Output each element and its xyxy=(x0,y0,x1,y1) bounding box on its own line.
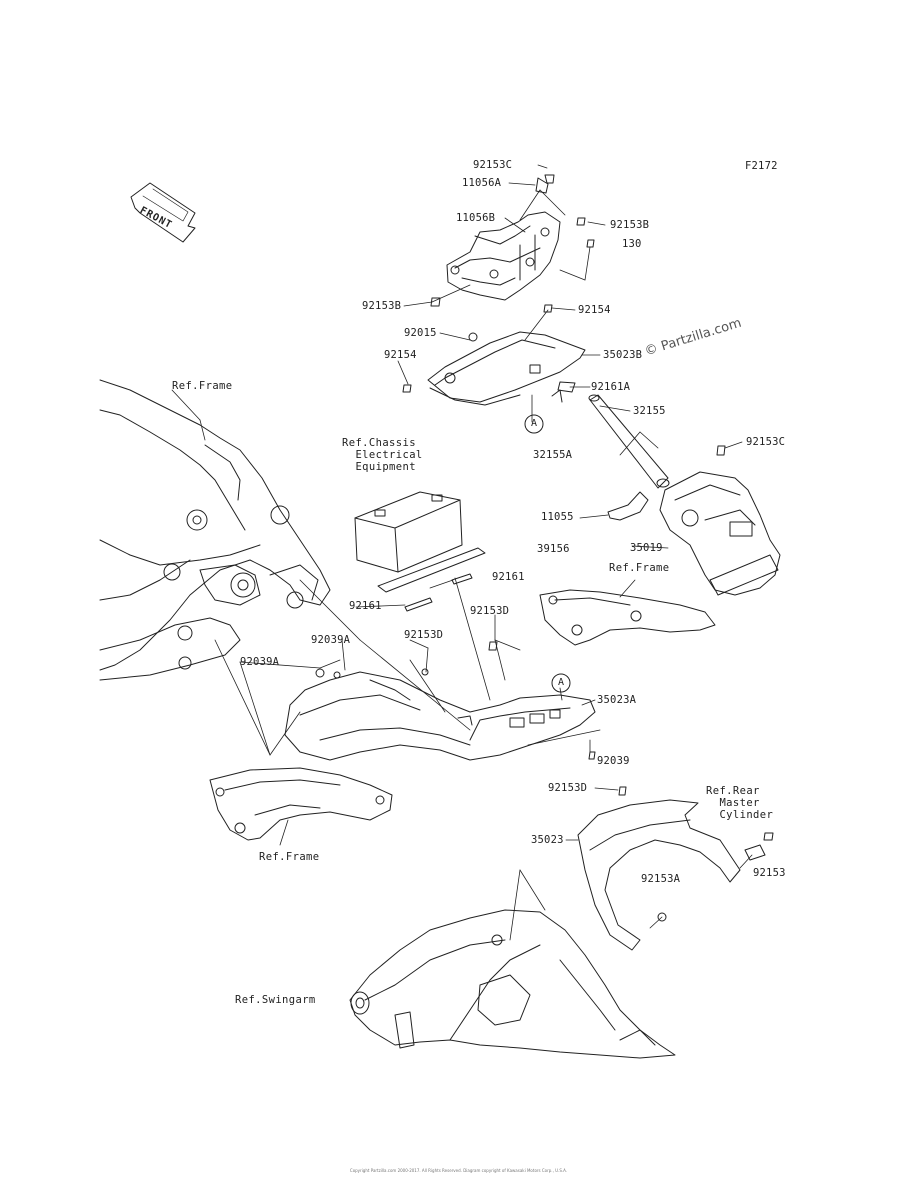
leader-lines xyxy=(171,164,753,941)
circle-marker-a-bottom xyxy=(551,673,571,693)
part-92153[interactable]: 92153 xyxy=(753,867,786,879)
part-92153b-left[interactable]: 92153B xyxy=(362,300,402,312)
ref-frame-top: Ref.Frame xyxy=(172,380,233,392)
right-frame-piece xyxy=(539,589,716,646)
ref-rear-master-cylinder: Ref.Rear Master Cylinder xyxy=(706,785,774,821)
tube-32155 xyxy=(551,389,670,489)
part-92153b-right[interactable]: 92153B xyxy=(610,219,650,231)
part-11056a[interactable]: 11056A xyxy=(462,177,502,189)
part-35023a[interactable]: 35023A xyxy=(597,694,637,706)
circle-markers xyxy=(524,414,571,693)
ref-frame-right: Ref.Frame xyxy=(609,562,670,574)
part-130[interactable]: 130 xyxy=(622,238,642,250)
diagram-code: F2172 xyxy=(745,160,778,172)
part-92153d-left[interactable]: 92153D xyxy=(404,629,444,641)
pad-39156 xyxy=(377,547,486,612)
part-11056b[interactable]: 11056B xyxy=(456,212,496,224)
lower-frame-piece xyxy=(209,767,393,841)
part-92161a[interactable]: 92161A xyxy=(591,381,631,393)
upper-bracket-assembly xyxy=(430,174,595,307)
swingarm xyxy=(349,909,676,1059)
part-35023b[interactable]: 35023B xyxy=(603,349,643,361)
part-92153c-top[interactable]: 92153C xyxy=(473,159,513,171)
part-92161-a[interactable]: 92161 xyxy=(492,571,525,583)
battery xyxy=(354,491,463,573)
part-35023[interactable]: 35023 xyxy=(531,834,564,846)
plate-35023b xyxy=(402,304,586,406)
part-92039[interactable]: 92039 xyxy=(597,755,630,767)
main-frame-left xyxy=(99,379,331,681)
copyright-footer: Copyright Partzilla.com 2000-2017. All R… xyxy=(349,1168,568,1173)
circle-marker-a-top-label: A xyxy=(530,418,538,429)
undertray-35023a xyxy=(284,641,596,761)
part-92153a[interactable]: 92153A xyxy=(641,873,681,885)
part-35019[interactable]: 35019 xyxy=(630,542,663,554)
part-32155[interactable]: 32155 xyxy=(633,405,666,417)
part-92154-left[interactable]: 92154 xyxy=(384,349,417,361)
part-32155a[interactable]: 32155A xyxy=(533,449,573,461)
part-92153d-mid[interactable]: 92153D xyxy=(470,605,510,617)
ref-frame-bottom: Ref.Frame xyxy=(259,851,320,863)
part-39156[interactable]: 39156 xyxy=(537,543,570,555)
part-92153c-right[interactable]: 92153C xyxy=(746,436,786,448)
part-92015[interactable]: 92015 xyxy=(404,327,437,339)
front-arrow-icon xyxy=(130,182,196,243)
part-92154-right[interactable]: 92154 xyxy=(578,304,611,316)
ref-swingarm: Ref.Swingarm xyxy=(235,994,316,1006)
rear-cowl-35023 xyxy=(577,786,774,951)
part-92039a-b[interactable]: 92039A xyxy=(240,656,280,668)
part-92039a-a[interactable]: 92039A xyxy=(311,634,351,646)
ref-chassis-electrical: Ref.Chassis Electrical Equipment xyxy=(342,437,423,473)
circle-marker-a-top xyxy=(524,414,544,434)
connector-11055 xyxy=(607,491,649,521)
part-11055[interactable]: 11055 xyxy=(541,511,574,523)
part-92153d-low[interactable]: 92153D xyxy=(548,782,588,794)
circle-marker-a-bottom-label: A xyxy=(557,677,565,688)
tail-light-35019 xyxy=(659,445,781,596)
part-92161-b[interactable]: 92161 xyxy=(349,600,382,612)
